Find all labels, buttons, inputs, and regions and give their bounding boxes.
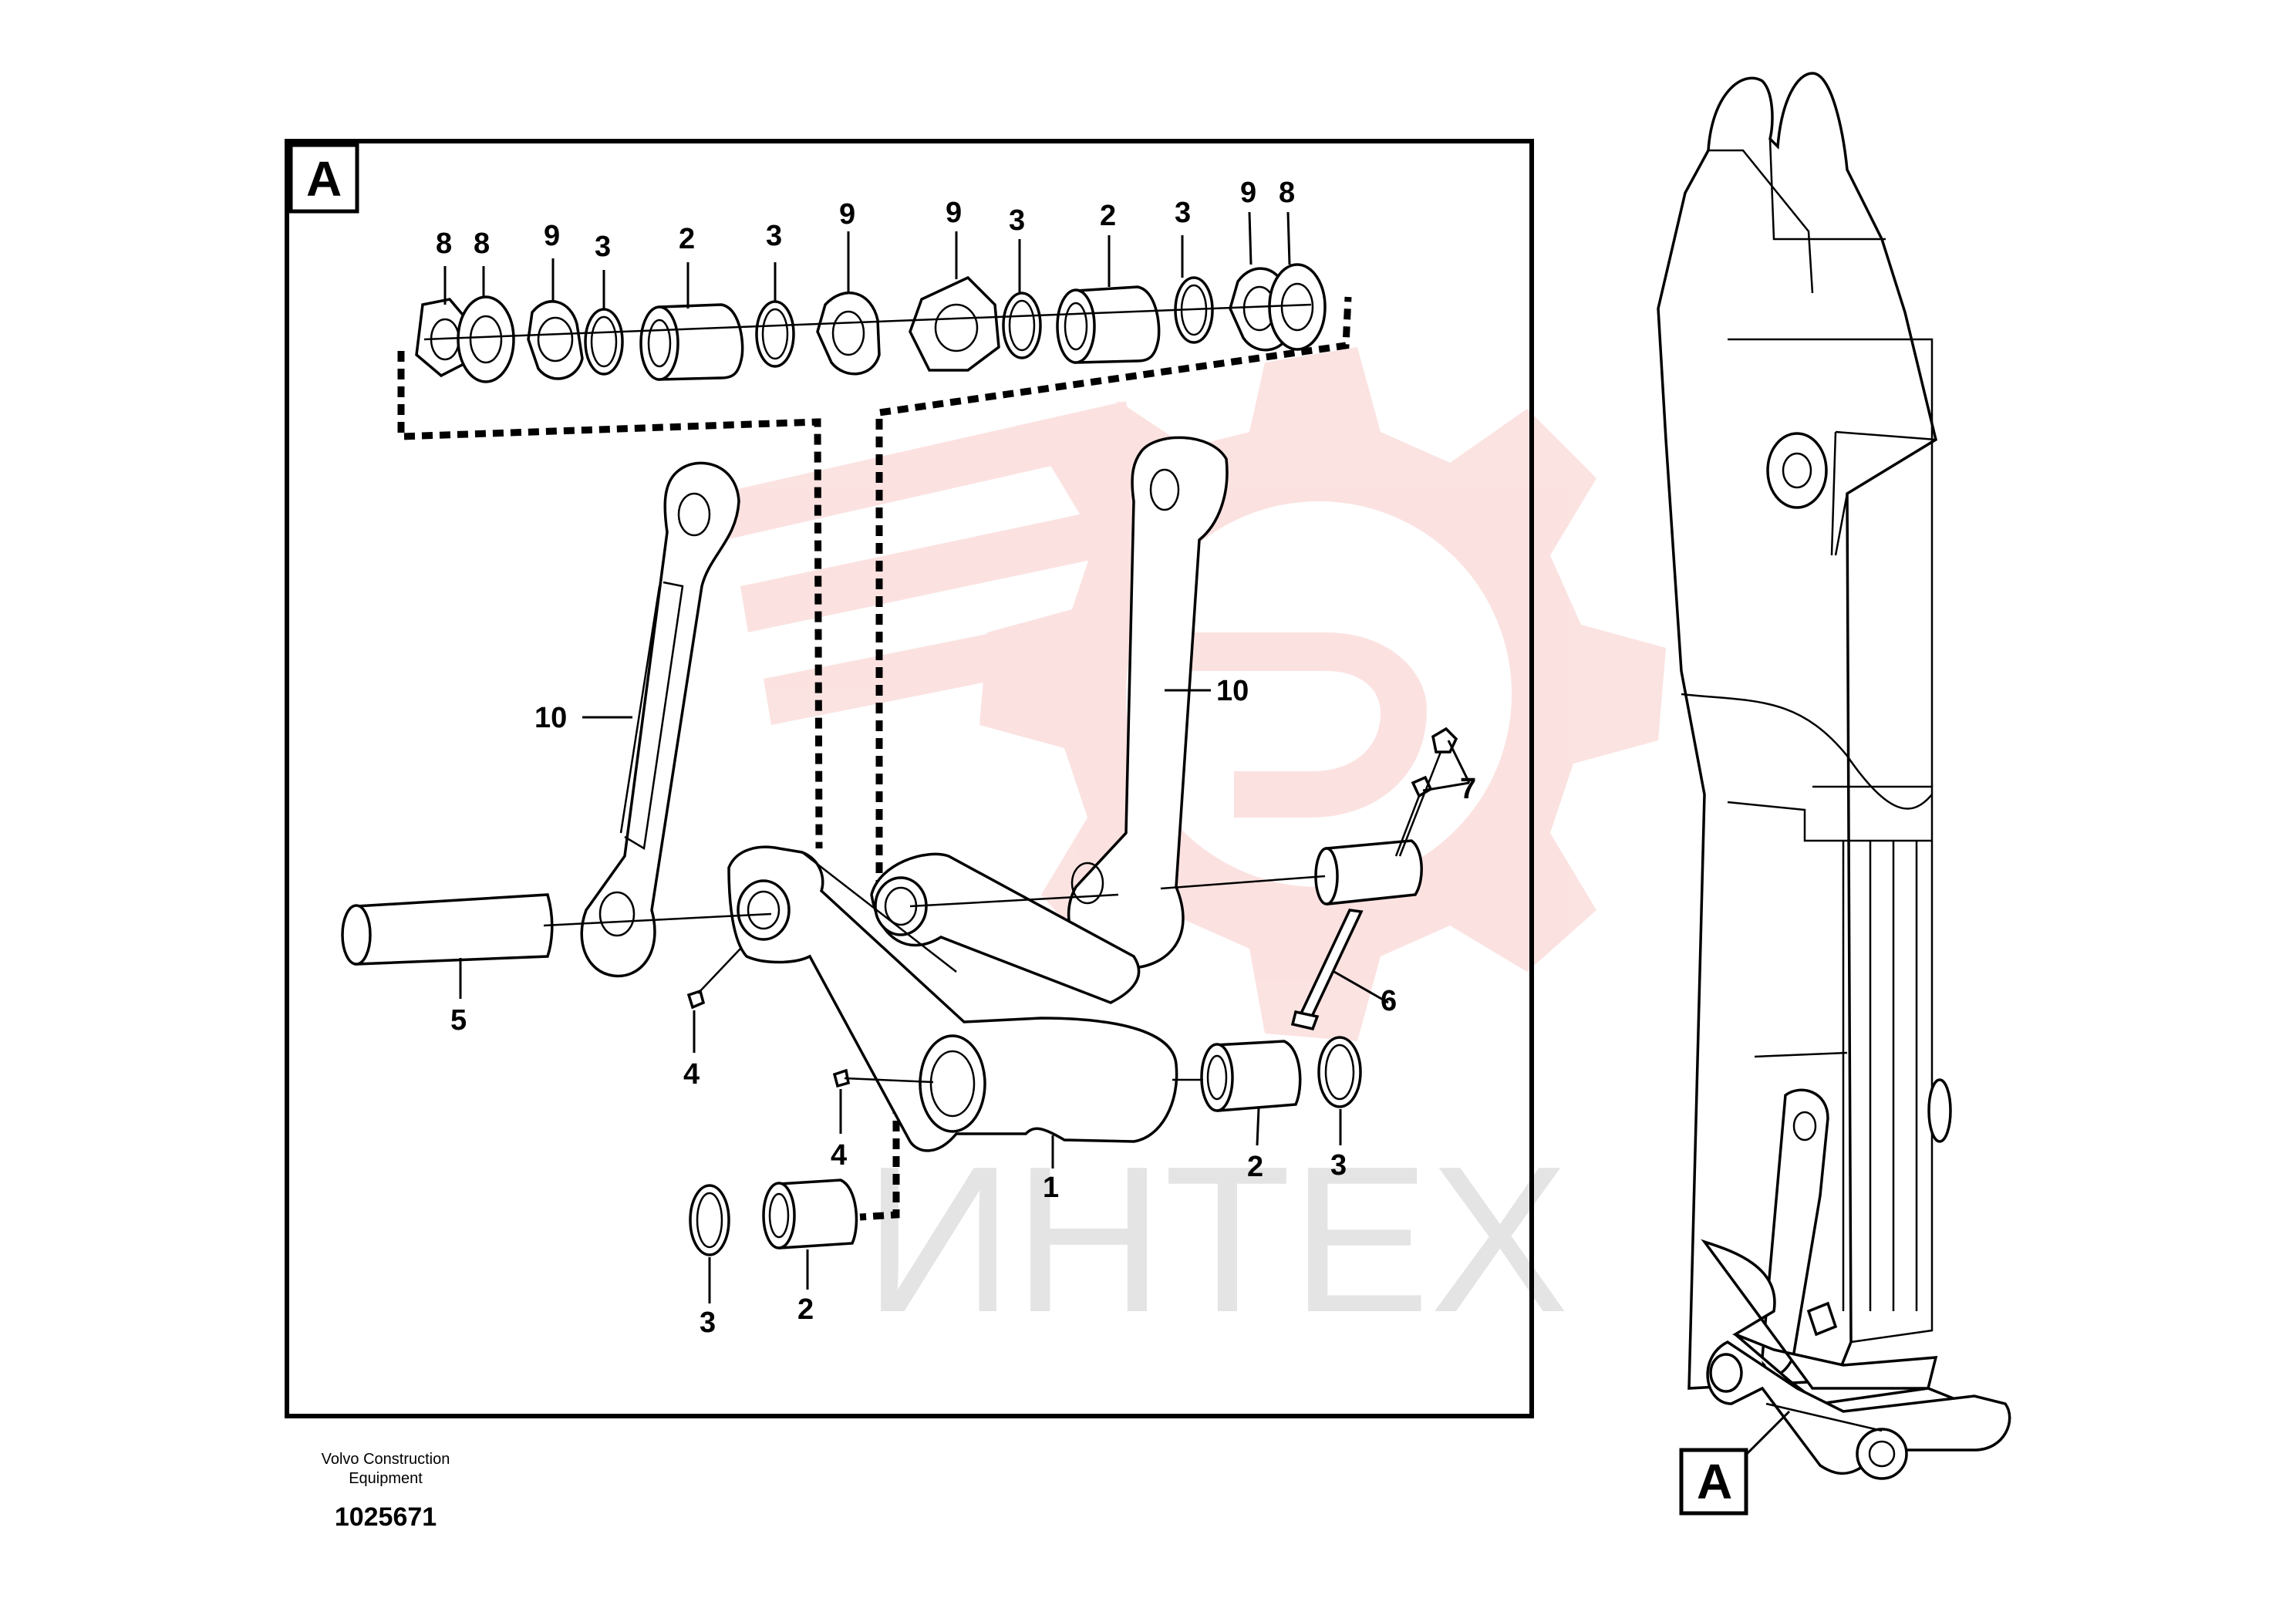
frame-label: A (306, 151, 342, 207)
bushing-2-bottom (762, 1179, 858, 1249)
link-10-right (1067, 436, 1229, 969)
label-8: 8 (1279, 177, 1295, 209)
label-8: 8 (474, 228, 490, 260)
label-1: 1 (1043, 1172, 1059, 1204)
pin-5 (341, 893, 772, 966)
company-name: Volvo Construction Equipment (321, 1451, 450, 1487)
ring-3-bottom (689, 1184, 730, 1256)
label-2: 2 (797, 1293, 814, 1326)
footer: Volvo Construction Equipment 1025671 (262, 1450, 509, 1533)
label-9: 9 (946, 197, 962, 229)
callout-label: A (1697, 1454, 1732, 1509)
washer-9 (527, 300, 584, 380)
label-10-right: 10 (1216, 675, 1249, 707)
bushing-2-right (1172, 1040, 1302, 1112)
watermark-text: ИНТЕХ (864, 1124, 1569, 1356)
bolt-6 (1290, 909, 1364, 1031)
label-8: 8 (436, 228, 452, 260)
label-2: 2 (679, 223, 695, 255)
arm-overview (1657, 72, 2011, 1480)
document-number: 1025671 (334, 1502, 437, 1532)
label-3: 3 (1009, 204, 1025, 237)
label-3: 3 (1175, 197, 1191, 229)
label-4: 4 (683, 1058, 700, 1091)
label-7: 7 (1460, 773, 1476, 805)
callout-a: A (1679, 1410, 1791, 1516)
label-3: 3 (766, 220, 782, 252)
label-3: 3 (700, 1307, 716, 1339)
ring-3-right (1317, 1036, 1362, 1108)
label-2: 2 (1247, 1151, 1263, 1183)
detail-frame (285, 139, 1534, 1418)
washer-9 (816, 291, 881, 376)
label-2: 2 (1100, 200, 1116, 232)
grease-fitting-4-lower (832, 1068, 934, 1088)
label-5: 5 (450, 1004, 467, 1037)
label-10-left: 10 (534, 702, 567, 734)
link-10-left (580, 461, 740, 978)
label-9: 9 (839, 198, 855, 231)
part-labels: 8 8 9 3 2 3 9 9 3 2 3 9 8 10 10 7 6 5 4 … (436, 177, 1476, 1339)
label-3: 3 (1330, 1149, 1347, 1182)
bushing-2 (1074, 285, 1161, 364)
washer-8 (1268, 263, 1327, 351)
top-parts-row (415, 263, 1327, 383)
label-6: 6 (1381, 985, 1397, 1017)
label-9: 9 (1240, 177, 1256, 209)
frame-label-box (288, 143, 359, 214)
washer-8 (457, 295, 515, 383)
label-3: 3 (595, 231, 611, 263)
lever-1 (727, 845, 1178, 1152)
leader-lines (443, 211, 1471, 1303)
washer-9-hex (909, 275, 1000, 372)
grease-fitting-4-upper (686, 948, 741, 1010)
bushing-2 (658, 303, 744, 381)
pin-right (909, 839, 1423, 908)
label-9: 9 (544, 220, 560, 252)
label-4: 4 (831, 1139, 847, 1172)
